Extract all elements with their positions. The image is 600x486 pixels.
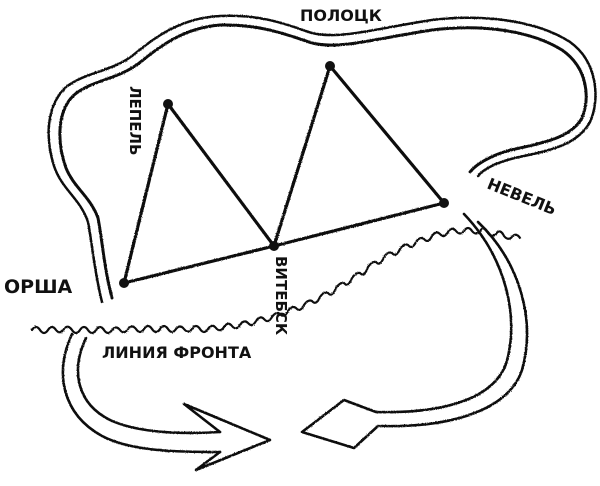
road-orsha-lepel xyxy=(122,102,170,285)
front-line xyxy=(30,226,522,335)
city-dot-nevel xyxy=(439,198,449,208)
city-dot-vitebsk xyxy=(269,241,279,251)
city-dot-orsha xyxy=(119,278,129,288)
city-dot-lepel xyxy=(163,99,173,109)
region-outline xyxy=(47,14,597,304)
left-arrow-route xyxy=(61,332,272,472)
right-arrow-route xyxy=(300,212,529,450)
label-vitebsk: ВИТЕБСК xyxy=(272,256,290,336)
label-nevel: НЕВЕЛЬ xyxy=(485,174,560,219)
label-orsha: ОРША xyxy=(4,276,73,298)
road-polotsk-nevel xyxy=(328,64,446,205)
roads xyxy=(122,64,446,285)
road-vitebsk-polotsk xyxy=(272,64,332,248)
road-lepel-vitebsk xyxy=(166,102,276,248)
label-front-line: ЛИНИЯ ФРОНТА xyxy=(102,343,252,362)
city-markers xyxy=(119,61,449,288)
label-polotsk: ПОЛОЦК xyxy=(300,6,382,25)
city-dot-polotsk xyxy=(325,61,335,71)
label-lepel: ЛЕПЕЛЬ xyxy=(126,86,144,155)
